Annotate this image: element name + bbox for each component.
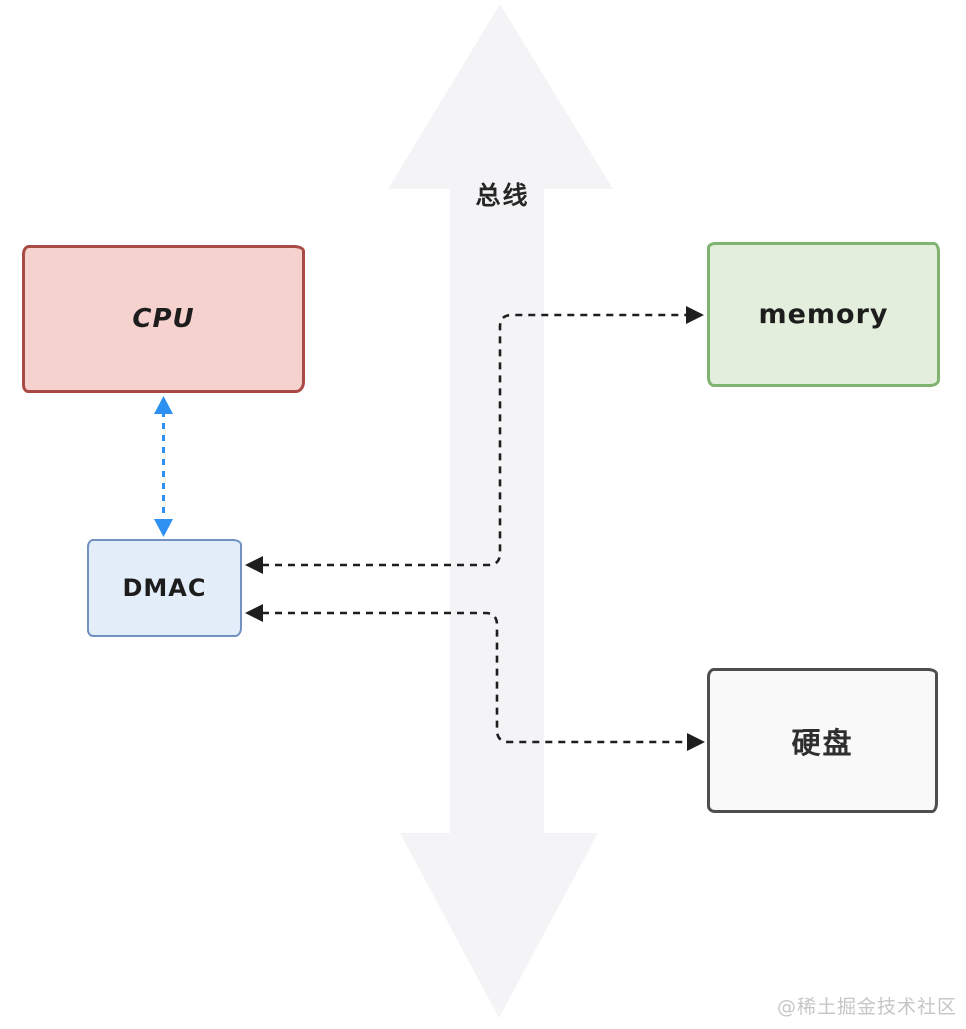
node-cpu-label: CPU [132, 304, 195, 334]
dmac-memory-dashed-line [262, 313, 686, 567]
node-memory-label: memory [758, 299, 889, 330]
disk-arrowhead-icon [687, 733, 705, 751]
node-disk: 硬盘 [707, 668, 938, 813]
watermark-text: @稀土掘金技术社区 [776, 996, 957, 1018]
cpu-dmac-arrowhead-up-icon [154, 396, 173, 414]
node-disk-label: 硬盘 [791, 725, 854, 760]
node-memory: memory [707, 242, 940, 387]
memory-arrowhead-icon [686, 306, 704, 324]
dmac-disk-dashed-line [262, 611, 687, 744]
node-cpu: CPU [22, 245, 305, 393]
node-dmac-label: DMAC [122, 574, 207, 602]
dmac-lower-arrowhead-icon [245, 604, 263, 622]
dmac-upper-arrowhead-icon [245, 556, 263, 574]
node-dmac: DMAC [87, 539, 242, 637]
bus-label: 总线 [475, 181, 530, 210]
cpu-dmac-arrowhead-down-icon [154, 519, 173, 537]
